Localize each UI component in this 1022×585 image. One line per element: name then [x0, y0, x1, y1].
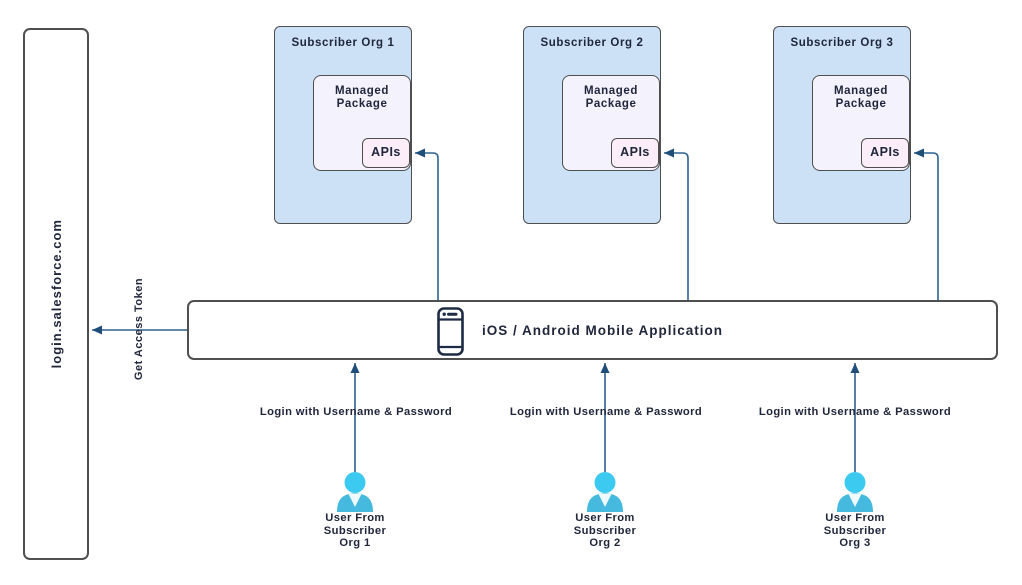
managed-package-2-label: Managed Package: [583, 85, 639, 110]
subscriber-org-1-box: Subscriber Org 1 Managed Package APIs: [274, 26, 412, 224]
apis-1-box: APIs: [362, 138, 410, 168]
managed-package-2-box: Managed Package APIs: [562, 75, 660, 171]
get-access-token-label: Get Access Token: [133, 277, 145, 381]
managed-package-3-box: Managed Package APIs: [812, 75, 910, 171]
arrow-app-to-apis-3: [914, 148, 939, 300]
apis-3-box: APIs: [861, 138, 909, 168]
user-1-label: User From Subscriber Org 1: [323, 512, 387, 549]
managed-package-1-box: Managed Package APIs: [313, 75, 411, 171]
user-3-label: User From Subscriber Org 3: [823, 512, 887, 549]
apis-1-label: APIs: [371, 145, 401, 159]
subscriber-org-3-box: Subscriber Org 3 Managed Package APIs: [773, 26, 911, 224]
mobile-phone-icon: [437, 307, 464, 356]
login-credentials-label-1: Login with Username & Password: [259, 406, 453, 418]
apis-2-label: APIs: [620, 145, 650, 159]
user-2-icon: [587, 472, 623, 512]
subscriber-org-1-label: Subscriber Org 1: [291, 37, 395, 49]
user-1-icon: [337, 472, 373, 512]
managed-package-1-label: Managed Package: [334, 85, 390, 110]
subscriber-org-2-label: Subscriber Org 2: [540, 37, 644, 49]
arrow-app-to-apis-1: [415, 148, 439, 300]
arrow-app-to-apis-2: [664, 148, 689, 300]
apis-2-box: APIs: [611, 138, 659, 168]
managed-package-3-label: Managed Package: [833, 85, 889, 110]
login-salesforce-box: login.salesforce.com: [23, 28, 89, 560]
login-credentials-label-2: Login with Username & Password: [509, 406, 703, 418]
subscriber-org-3-label: Subscriber Org 3: [790, 37, 894, 49]
apis-3-label: APIs: [870, 145, 900, 159]
subscriber-org-2-box: Subscriber Org 2 Managed Package APIs: [523, 26, 661, 224]
mobile-app-box: iOS / Android Mobile Application: [187, 300, 998, 360]
login-credentials-label-3: Login with Username & Password: [758, 406, 952, 418]
mobile-app-label: iOS / Android Mobile Application: [482, 322, 723, 338]
login-salesforce-label: login.salesforce.com: [48, 219, 64, 369]
user-3-icon: [837, 472, 873, 512]
user-2-label: User From Subscriber Org 2: [573, 512, 637, 549]
